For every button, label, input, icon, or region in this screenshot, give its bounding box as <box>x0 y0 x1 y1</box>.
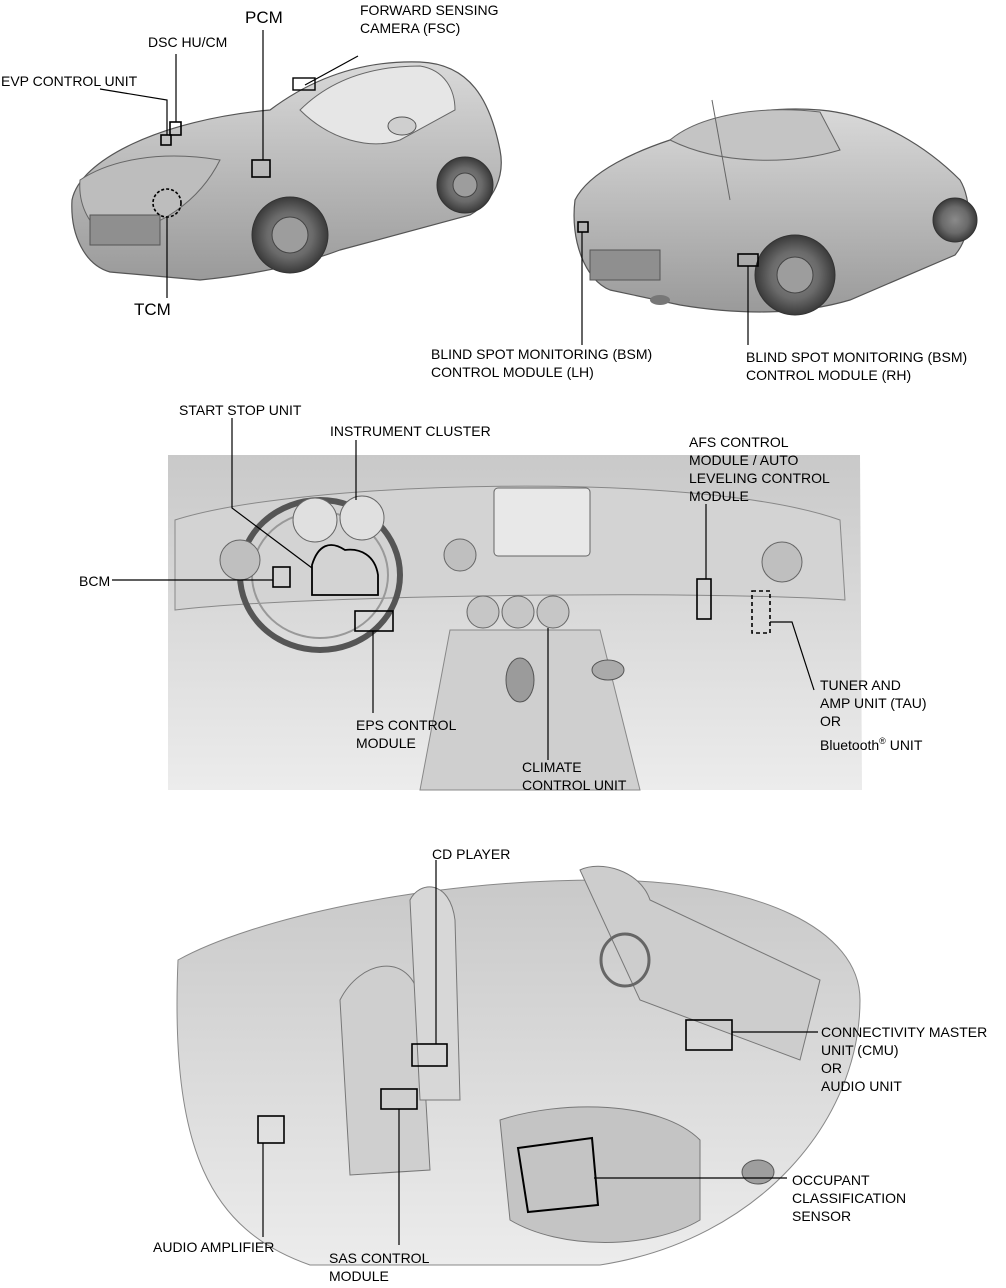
dashboard-illustration <box>168 455 862 791</box>
bcm-marker <box>272 566 291 588</box>
ocs-marker <box>516 1136 600 1214</box>
bsm-lh-label: BLIND SPOT MONITORING (BSM) CONTROL MODU… <box>431 346 653 380</box>
bluetooth-unit-text: UNIT <box>885 737 923 753</box>
pcm-marker <box>251 159 271 178</box>
tau-marker <box>751 590 771 634</box>
evp-label: EVP CONTROL UNIT <box>1 73 138 89</box>
start-stop-marker <box>311 544 379 596</box>
registered-mark: ® <box>879 736 886 746</box>
audio-amplifier-label: AUDIO AMPLIFIER <box>153 1239 275 1255</box>
bluetooth-label: Bluetooth® UNIT <box>820 736 922 754</box>
tcm-label: TCM <box>134 300 171 319</box>
afs-label: AFS CONTROL MODULE / AUTO LEVELING CONTR… <box>689 434 830 504</box>
climate-label: CLIMATE CONTROL UNIT <box>522 759 627 793</box>
start-stop-label: START STOP UNIT <box>179 402 302 418</box>
ocs-label: OCCUPANT CLASSIFICATION SENSOR <box>792 1172 907 1224</box>
sas-label: SAS CONTROL MODULE <box>329 1250 430 1284</box>
fsc-marker <box>292 77 316 91</box>
pcm-label: PCM <box>245 8 283 27</box>
afs-marker <box>696 578 712 620</box>
tau-label: TUNER AND AMP UNIT (TAU) OR <box>820 677 927 729</box>
cmu-label: CONNECTIVITY MASTER UNIT (CMU) OR AUDIO … <box>821 1024 988 1094</box>
evp-marker <box>160 134 172 146</box>
cabin-illustration <box>176 865 861 1266</box>
fsc-label: FORWARD SENSING CAMERA (FSC) <box>360 2 499 36</box>
eps-label: EPS CONTROL MODULE <box>356 717 457 751</box>
eps-marker <box>354 610 394 632</box>
cd-player-marker <box>411 1043 448 1067</box>
cd-player-label: CD PLAYER <box>432 846 511 862</box>
instrument-cluster-label: INSTRUMENT CLUSTER <box>330 423 491 439</box>
bcm-label: BCM <box>79 573 111 589</box>
cmu-marker <box>685 1019 733 1051</box>
dsc-label: DSC HU/CM <box>148 34 228 50</box>
bsm-rh-label: BLIND SPOT MONITORING (BSM) CONTROL MODU… <box>746 349 968 383</box>
leader-lines <box>99 30 818 1245</box>
rear-car-illustration <box>573 99 978 316</box>
front-car-illustration <box>71 61 502 281</box>
amp-marker <box>257 1115 285 1144</box>
bluetooth-text: Bluetooth <box>820 737 880 753</box>
bsm-lh-marker <box>577 221 589 233</box>
